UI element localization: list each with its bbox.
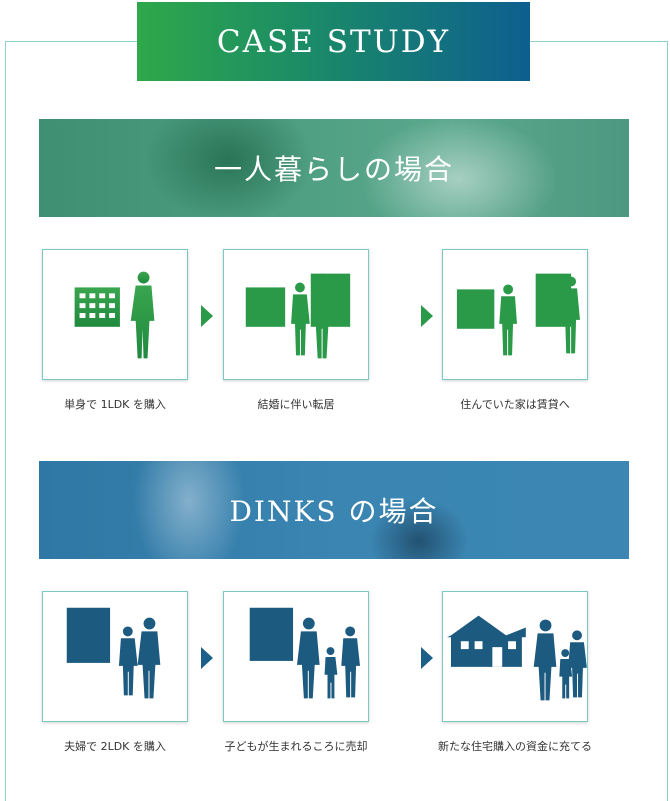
building-and-single-person-icon bbox=[74, 271, 155, 359]
arrow-right-icon bbox=[201, 647, 213, 669]
section-banner-dinks: DINKS の場合 bbox=[39, 461, 629, 559]
step-card bbox=[42, 591, 188, 722]
building-and-couple-icon bbox=[245, 273, 351, 359]
title-badge: CASE STUDY bbox=[137, 2, 530, 81]
step-card bbox=[442, 249, 588, 380]
section-banner-single: 一人暮らしの場合 bbox=[39, 119, 629, 217]
arrow-right-icon bbox=[421, 305, 433, 327]
banner-photo bbox=[39, 119, 629, 217]
step-card bbox=[442, 591, 588, 722]
step-caption: 子どもが生まれるころに売却 bbox=[224, 740, 368, 753]
step-caption: 結婚に伴い転居 bbox=[257, 398, 335, 411]
step-caption: 住んでいた家は賃貸へ bbox=[460, 398, 570, 411]
step-caption: 夫婦で 2LDK を購入 bbox=[64, 740, 166, 753]
page-title: CASE STUDY bbox=[216, 23, 451, 60]
section-heading: DINKS の場合 bbox=[229, 495, 439, 528]
arrow-right-icon bbox=[421, 647, 433, 669]
building-and-family-icon bbox=[249, 607, 361, 699]
arrow-right-icon bbox=[201, 305, 213, 327]
step-card bbox=[223, 591, 369, 722]
house-and-family-icon bbox=[447, 615, 587, 701]
section-heading: 一人暮らしの場合 bbox=[213, 153, 454, 186]
step-card bbox=[42, 249, 188, 380]
step-caption: 単身で 1LDK を購入 bbox=[64, 398, 166, 411]
banner-photo bbox=[39, 461, 629, 559]
tenant-and-couple-icon bbox=[456, 273, 580, 356]
building-and-couple-icon bbox=[66, 607, 161, 699]
step-caption: 新たな住宅購入の資金に充てる bbox=[438, 740, 592, 753]
step-card bbox=[223, 249, 369, 380]
